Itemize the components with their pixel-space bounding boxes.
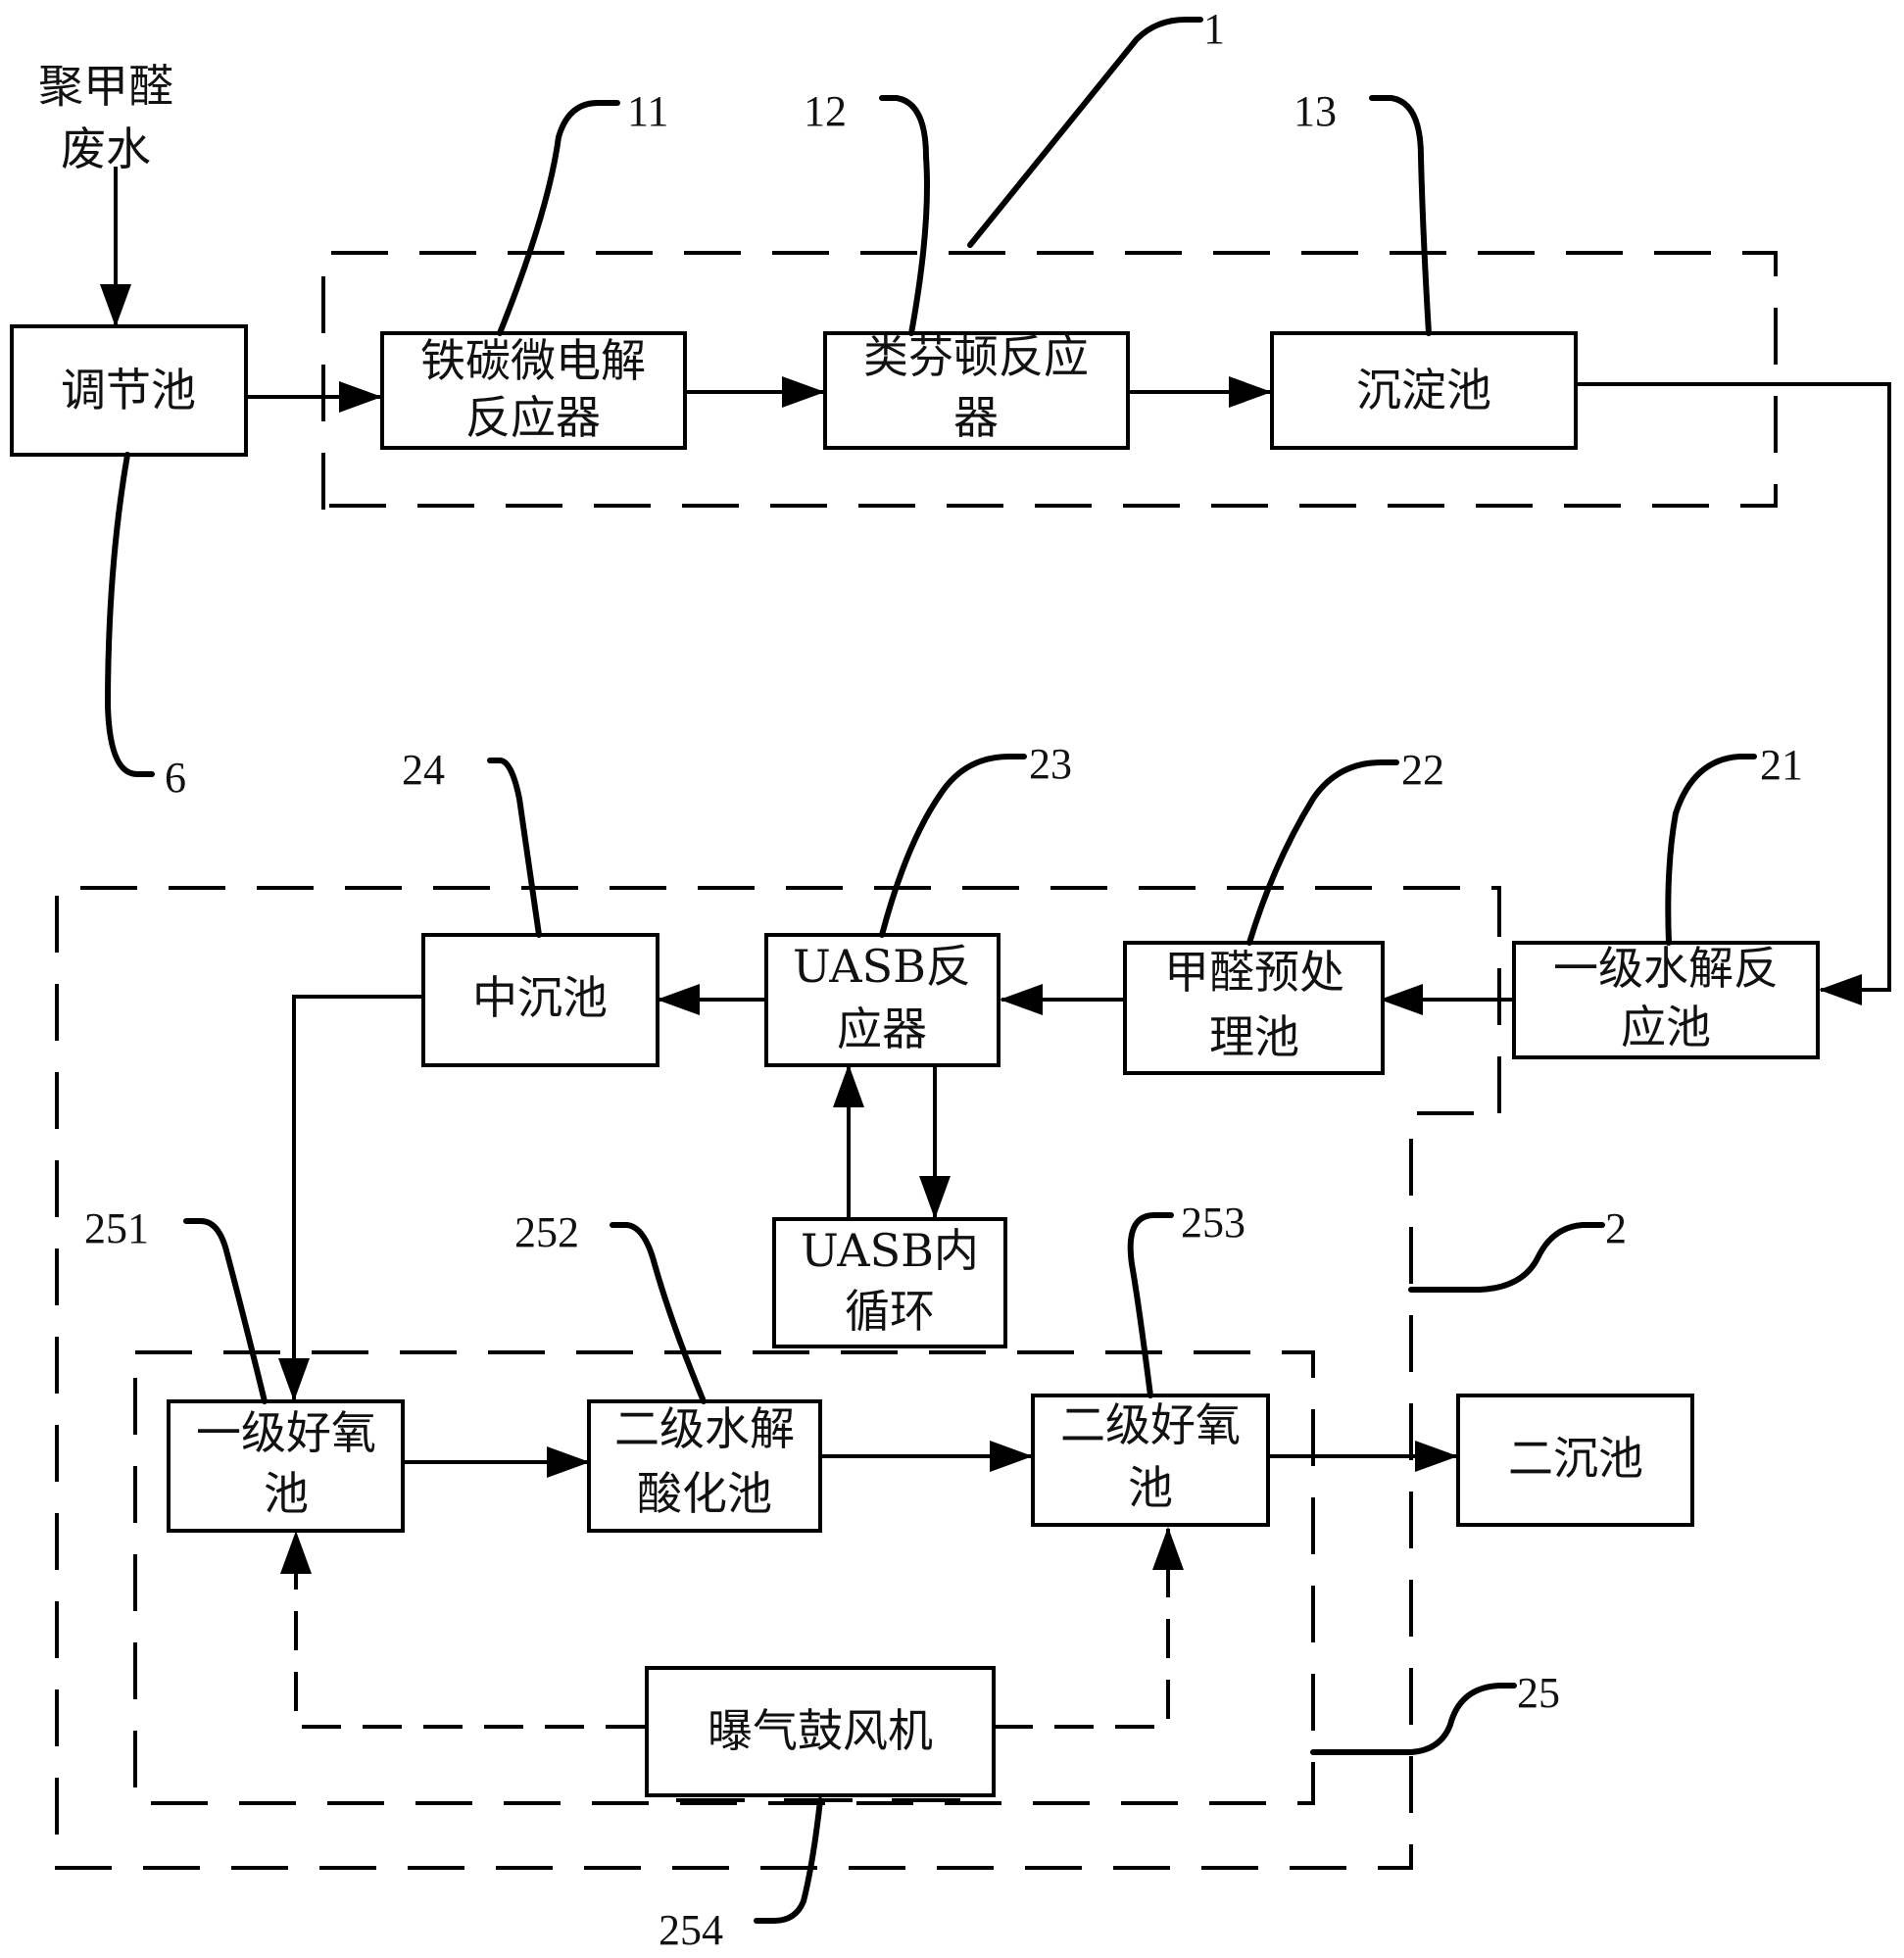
box-uasb-loop-label-1: UASB内	[801, 1224, 979, 1277]
box-shuijie2: 二级水解 酸化池	[587, 1399, 822, 1533]
ref-252: 252	[514, 1208, 579, 1256]
ref-24: 24	[402, 746, 445, 794]
box-leifendun-label-2: 器	[953, 391, 999, 444]
leader-251	[183, 1218, 268, 1404]
ref-1: 1	[1203, 5, 1225, 53]
box-haoyang1: 一级好氧 池	[167, 1399, 405, 1533]
ref-12: 12	[804, 87, 847, 135]
leader-23	[879, 754, 1027, 938]
ref-254: 254	[659, 1906, 723, 1954]
box-haoyang2-label-2: 池	[1128, 1461, 1173, 1514]
box-blower: 曝气鼓风机	[645, 1666, 996, 1802]
box-leifendun: 类芬顿反应 器	[823, 330, 1130, 450]
box-shuijie1-label-1: 一级水解反	[1553, 942, 1779, 995]
box-haoyang1-label-2: 池	[264, 1467, 309, 1520]
ref-22: 22	[1401, 746, 1444, 794]
box-chendian-label: 沉淀池	[1356, 364, 1491, 416]
influent-label-line2: 废水	[61, 122, 151, 175]
leader-6	[105, 452, 155, 777]
box-shuijie1-label-2: 应池	[1621, 1001, 1711, 1053]
leader-1	[967, 17, 1203, 248]
box-haoyang2: 二级好氧 池	[1031, 1394, 1270, 1527]
box-zhongchen-label: 中沉池	[472, 971, 608, 1024]
box-uasb-loop-label-2: 循环	[845, 1285, 935, 1338]
box-jiaquan-label-1: 甲醛预处	[1164, 946, 1344, 999]
box-uasb: UASB反 应器	[764, 933, 1001, 1067]
leader-2	[1408, 1222, 1605, 1293]
box-zhongchen: 中沉池	[421, 933, 659, 1067]
stage-2-boundary	[55, 886, 1501, 1870]
box-haoyang1-label-1: 一级好氧	[196, 1406, 376, 1459]
influent-label: 聚甲醛 废水	[38, 60, 173, 175]
box-uasb-label-1: UASB反	[793, 940, 971, 993]
aerobic-group-boundary	[133, 1350, 1315, 1805]
box-haoyang2-label-1: 二级好氧	[1060, 1398, 1241, 1451]
box-erchen-label: 二沉池	[1508, 1432, 1643, 1485]
box-chendian: 沉淀池	[1270, 331, 1578, 450]
leader-24	[487, 758, 542, 938]
box-tiaojie: 调节池	[10, 324, 248, 457]
ref-253: 253	[1181, 1199, 1245, 1247]
box-uasb-label-2: 应器	[837, 1003, 927, 1055]
ref-23: 23	[1029, 740, 1072, 788]
box-tietan-label-1: 铁碳微电解	[420, 334, 646, 387]
box-jiaquan: 甲醛预处 理池	[1123, 941, 1385, 1075]
ref-13: 13	[1294, 87, 1337, 135]
arrow-chendian-shuijie1	[1576, 382, 1891, 1005]
box-tietan-label-2: 反应器	[465, 391, 601, 444]
leader-252	[610, 1222, 707, 1404]
box-uasb-loop: UASB内 循环	[772, 1217, 1007, 1348]
leader-21	[1665, 754, 1757, 946]
aeration-line-haoyang2	[994, 1527, 1184, 1729]
ref-11: 11	[627, 87, 668, 135]
box-tiaojie-label: 调节池	[61, 364, 196, 416]
leader-22	[1246, 759, 1399, 946]
box-blower-label: 曝气鼓风机	[708, 1704, 933, 1757]
leader-254	[754, 1797, 823, 1924]
leader-11	[497, 100, 620, 336]
ref-2: 2	[1605, 1204, 1627, 1252]
box-shuijie2-label-1: 二级水解	[614, 1402, 795, 1455]
reference-numbers: 1 11 12 13 6 2 21 22 23 24 25 251 252 25…	[84, 5, 1803, 1954]
box-erchen: 二沉池	[1456, 1394, 1694, 1527]
leader-13	[1369, 95, 1432, 336]
influent-label-line1: 聚甲醛	[38, 60, 173, 113]
box-shuijie2-label-2: 酸化池	[637, 1467, 772, 1520]
ref-21: 21	[1760, 741, 1803, 789]
leader-12	[879, 95, 930, 336]
stage-1-boundary	[321, 251, 1778, 510]
ref-6: 6	[165, 754, 186, 802]
aeration-line-haoyang1	[280, 1531, 645, 1729]
leader-253	[1127, 1212, 1174, 1398]
ref-251: 251	[84, 1204, 149, 1252]
arrow-zhongchen-haoyang1	[278, 995, 423, 1401]
leader-25	[1310, 1683, 1517, 1755]
box-leifendun-label-1: 类芬顿反应	[863, 330, 1089, 383]
ref-25: 25	[1517, 1669, 1560, 1717]
box-shuijie1: 一级水解反 应池	[1512, 941, 1820, 1059]
box-jiaquan-label-2: 理池	[1209, 1010, 1299, 1063]
box-tietan: 铁碳微电解 反应器	[380, 331, 687, 450]
